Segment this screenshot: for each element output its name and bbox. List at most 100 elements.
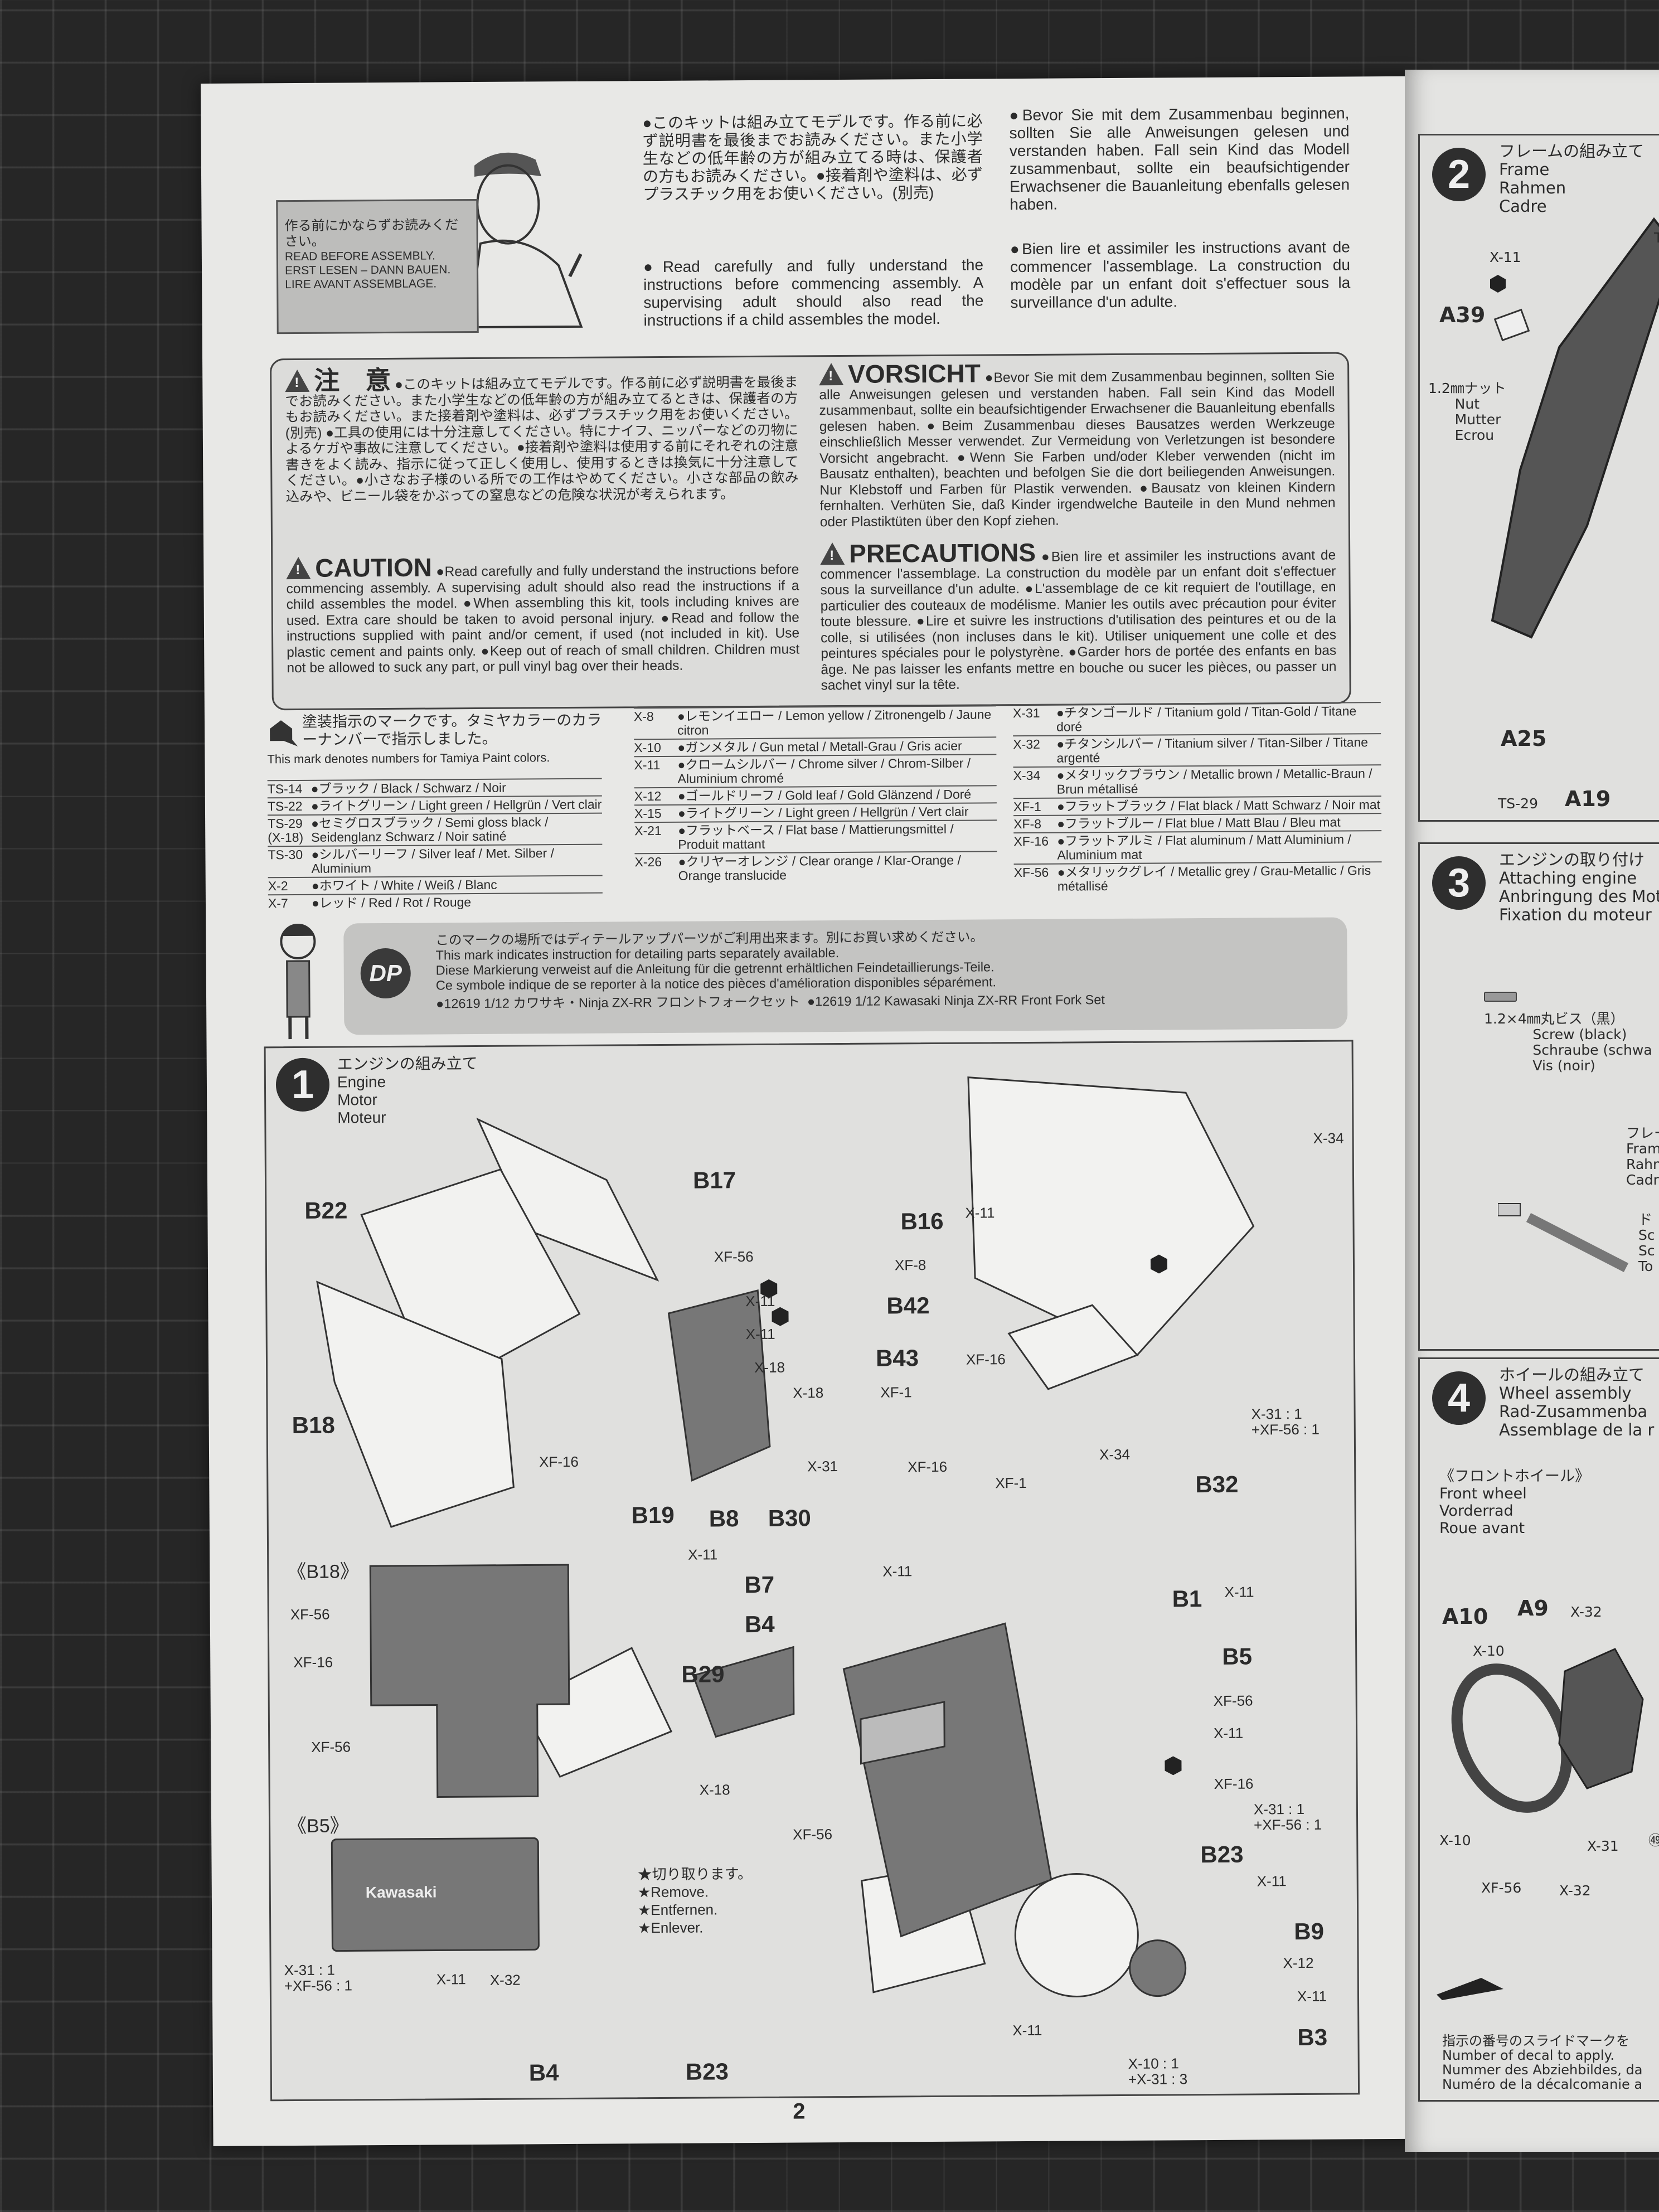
paint-color-row: XF-8●フラットブルー / Flat blue / Matt Blau / B… [1013, 813, 1382, 833]
paint-color-row: X-8●レモンイエロー / Lemon yellow / Zitronengel… [633, 705, 997, 739]
paint-name: ●フラットアルミ / Flat aluminum / Matt Aluminiu… [1057, 832, 1351, 862]
boy-mascot-illustration [280, 923, 316, 1040]
frame-diagram [1490, 217, 1659, 639]
part-label: A39 [1439, 303, 1486, 327]
paint-code: X-15 [634, 806, 662, 821]
paint-code: X-26 [634, 854, 662, 870]
part-label: B42 [886, 1292, 930, 1319]
paint-label: XF-16 [966, 1351, 1006, 1368]
paint-name: ●ゴールドリーフ / Gold leaf / Gold Glänzend / D… [677, 787, 972, 803]
paint-name: ●クロームシルバー / Chrome silver / Chrom-Silber… [677, 755, 971, 786]
paint-code: X-21 [634, 823, 662, 838]
paint-name: ●クリヤーオレンジ / Clear orange / Klar-Orange /… [678, 852, 961, 883]
paint-label: XF-56 [1213, 1692, 1253, 1709]
paint-code: XF-1 [1013, 799, 1041, 814]
paint-color-row: TS-30●シルバーリーフ / Silver leaf / Met. Silbe… [268, 843, 603, 877]
paint-label: X-10 : 1 +X-31 : 3 [1128, 2055, 1188, 2088]
paint-color-row: XF-16●フラットアルミ / Flat aluminum / Matt Alu… [1013, 830, 1382, 864]
paint-code: X-10 [634, 740, 661, 755]
paint-name: ●レッド / Red / Rot / Rouge [311, 895, 472, 910]
page-number: 2 [793, 2099, 806, 2124]
screw-label: 1.2×4㎜丸ビス（黒） Screw (black) Schraube (sch… [1484, 1011, 1652, 1074]
paint-name: ●チタンゴールド / Titanium gold / Titan-Gold / … [1056, 704, 1357, 734]
paint-label: XF-16 [293, 1653, 333, 1671]
paint-name: ●ライトグリーン / Light green / Hellgrün / Vert… [677, 804, 969, 821]
paint-mark-icon [270, 720, 298, 746]
paint-label: XF-1 [995, 1474, 1027, 1492]
step-number-icon: 4 [1432, 1371, 1486, 1425]
paint-code: TS-22 [267, 798, 303, 814]
paint-label: X-31 : 1 +XF-56 : 1 [1253, 1800, 1322, 1833]
paint-note-en: This mark denotes numbers for Tamiya Pai… [267, 750, 550, 767]
paint-code: X-11 [634, 757, 661, 773]
paint-color-row: X-32●チタンシルバー / Titanium silver / Titan-S… [1013, 733, 1381, 767]
paint-note-jp: 塗装指示のマークです。タミヤカラーのカラーナンバーで指示しました。 [302, 711, 602, 748]
instruction-page-left: 作る前にかならずお読みください。 READ BEFORE ASSEMBLY. E… [201, 76, 1429, 2146]
paint-name: ●メタリックグレイ / Metallic grey / Grau-Metalli… [1057, 863, 1371, 894]
part-label: B3 [1297, 2024, 1328, 2051]
warning-icon [285, 369, 310, 392]
paint-label: X-32 [1559, 1883, 1591, 1899]
paint-code: X-34 [1013, 768, 1041, 783]
part-label: B23 [685, 2058, 729, 2085]
paint-code: X-31 [1012, 705, 1040, 721]
paint-code: XF-56 [1013, 865, 1049, 880]
paint-color-row: TS-14●ブラック / Black / Schwarz / Noir [267, 778, 602, 798]
paint-label: X-18 [793, 1384, 824, 1401]
paint-color-row: X-11 ●クロームシルバー / Chrome silver / Chrom-Si… [634, 754, 997, 788]
paint-name: ●セミグロスブラック / Semi gloss black / Seidengl… [311, 814, 549, 845]
paint-color-row: TS-29 (X-18)●セミグロスブラック / Semi gloss blac… [268, 812, 603, 846]
paint-label: XF-16 [1214, 1775, 1254, 1792]
paint-name: ●ライトグリーン / Light green / Hellgrün / Vert… [311, 797, 602, 813]
paint-color-row: X-26 ●クリヤーオレンジ / Clear orange / Klar-Oran… [634, 851, 997, 885]
paint-label: X-31 : 1 +XF-56 : 1 [1251, 1405, 1320, 1438]
paint-label: X-11 [1257, 1873, 1287, 1890]
paint-color-row: X-2●ホワイト / White / Weiß / Blanc [268, 875, 603, 895]
paint-color-row: X-34●メタリックブラウン / Metallic brown / Metall… [1013, 764, 1381, 798]
paint-color-row: X-7●レッド / Red / Rot / Rouge [268, 892, 603, 912]
step-4-wheel-assembly: 4 ホイールの組み立て Wheel assembly Rad-Zusammenb… [1418, 1357, 1659, 2102]
paint-label: X-10 [1439, 1832, 1471, 1849]
part-label: B22 [304, 1197, 348, 1224]
part-label: B19 [631, 1501, 675, 1529]
part-label: B4 [744, 1611, 775, 1638]
nut-label: 1.2㎜ナット Nut Mutter Ecrou [1428, 380, 1506, 443]
paint-label: XF-56 [1481, 1880, 1522, 1896]
paint-code: X-32 [1013, 736, 1040, 752]
paint-label: X-11 [1490, 249, 1521, 265]
paint-label: X-11 [688, 1546, 718, 1563]
step-title: フレームの組み立て Frame Rahmen Cadre [1499, 142, 1645, 216]
step-number-icon: 2 [1432, 148, 1486, 201]
intro-text-jp: ●このキットは組み立てモデルです。作る前に必ず説明書を最後までお読みください。ま… [642, 112, 983, 203]
warning-icon [819, 362, 844, 386]
detail-up-parts-box: DP このマークの場所ではディテールアップパーツがご利用出来ます。別にお買い求め… [343, 917, 1348, 1035]
paint-label: X-11 [1224, 1583, 1254, 1600]
paint-code: XF-8 [1013, 816, 1042, 832]
paint-color-row: X-12 ●ゴールドリーフ / Gold leaf / Gold Glänzend… [634, 785, 997, 805]
intro-text-en: ●Read carefully and fully understand the… [643, 256, 984, 329]
detail-b5-heading: 《B5》 [287, 1815, 349, 1837]
step-1-engine-assembly: 1 エンジンの組み立て Engine Motor Moteur [264, 1040, 1360, 2102]
paint-label: X-18 [699, 1781, 730, 1798]
paint-label: X-18 [754, 1359, 785, 1376]
paint-label: X-34 [1313, 1129, 1344, 1147]
dp-badge-icon: DP [360, 948, 411, 999]
paint-label: X-31 [1587, 1838, 1619, 1854]
paint-label: X-11 [1297, 1987, 1327, 2005]
paint-label: TS [1654, 230, 1659, 246]
paint-code: X-12 [634, 788, 662, 804]
part-label: A9 [1517, 1596, 1549, 1621]
dp-product-jp: ●12619 1/12 カワサキ・Ninja ZX-RR フロントフォークセット [436, 994, 800, 1011]
dp-product-en: ●12619 1/12 Kawasaki Ninja ZX-RR Front F… [807, 992, 1105, 1009]
paint-color-row: X-15 ●ライトグリーン / Light green / Hellgrün / … [634, 802, 997, 822]
paint-name: ●フラットベース / Flat base / Mattierungsmittel… [678, 821, 954, 852]
paint-label: XF-56 [714, 1248, 754, 1265]
paint-label: X-11 [1214, 1724, 1244, 1742]
front-wheel-heading: 《フロントホイール》 Front wheel Vorderrad Roue av… [1439, 1468, 1590, 1537]
paint-list-2: X-8●レモンイエロー / Lemon yellow / Zitronengel… [633, 705, 997, 885]
sign-text-de: ERST LESEN – DANN BAUEN. [284, 263, 451, 278]
paint-list-3: X-31 ●チタンゴールド / Titanium gold / Titan-Gol… [1012, 702, 1382, 895]
mascot-illustration [468, 152, 583, 329]
step-title: エンジンの取り付け Attaching engine Anbringung de… [1499, 850, 1659, 924]
